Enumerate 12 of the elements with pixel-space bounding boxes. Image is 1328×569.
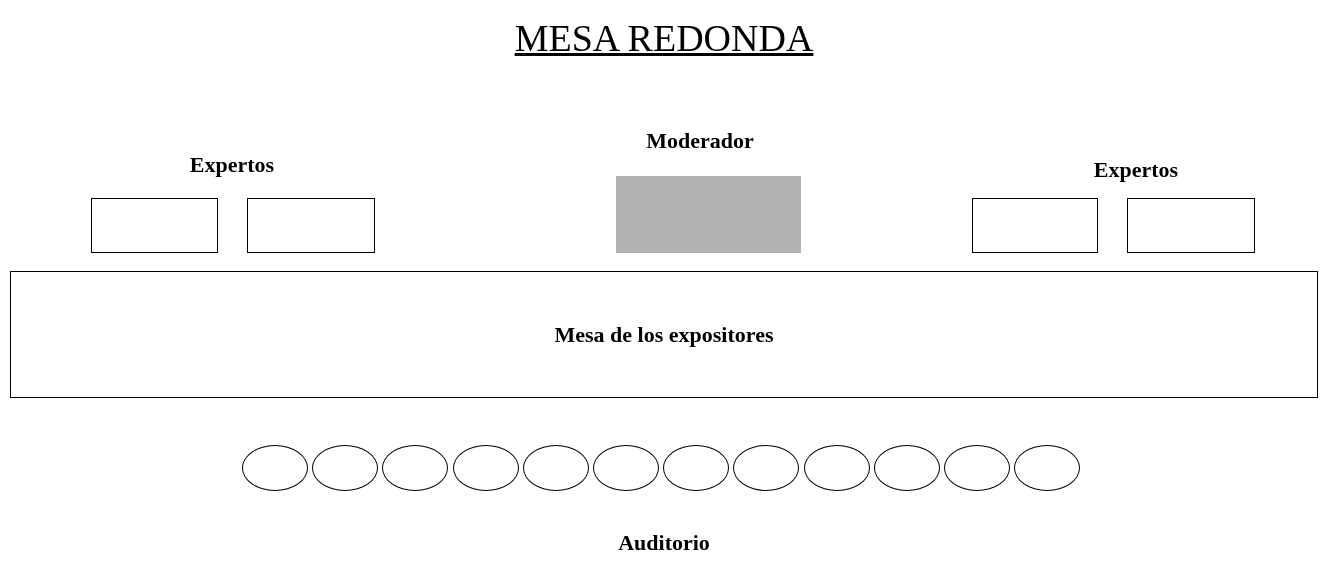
seat-box xyxy=(1127,198,1255,253)
group-label: Auditorio xyxy=(618,530,710,556)
group-label: Expertos xyxy=(1093,157,1179,183)
group-label: Moderador xyxy=(646,128,754,154)
diagram-title: MESA REDONDA xyxy=(514,16,814,60)
table-label: Mesa de los expositores xyxy=(554,321,774,348)
seat-box xyxy=(91,198,218,253)
group-label: Expertos xyxy=(189,152,275,178)
seat-box xyxy=(972,198,1098,253)
table-box xyxy=(10,271,1318,398)
seat-box xyxy=(616,176,801,253)
seat-box xyxy=(247,198,375,253)
